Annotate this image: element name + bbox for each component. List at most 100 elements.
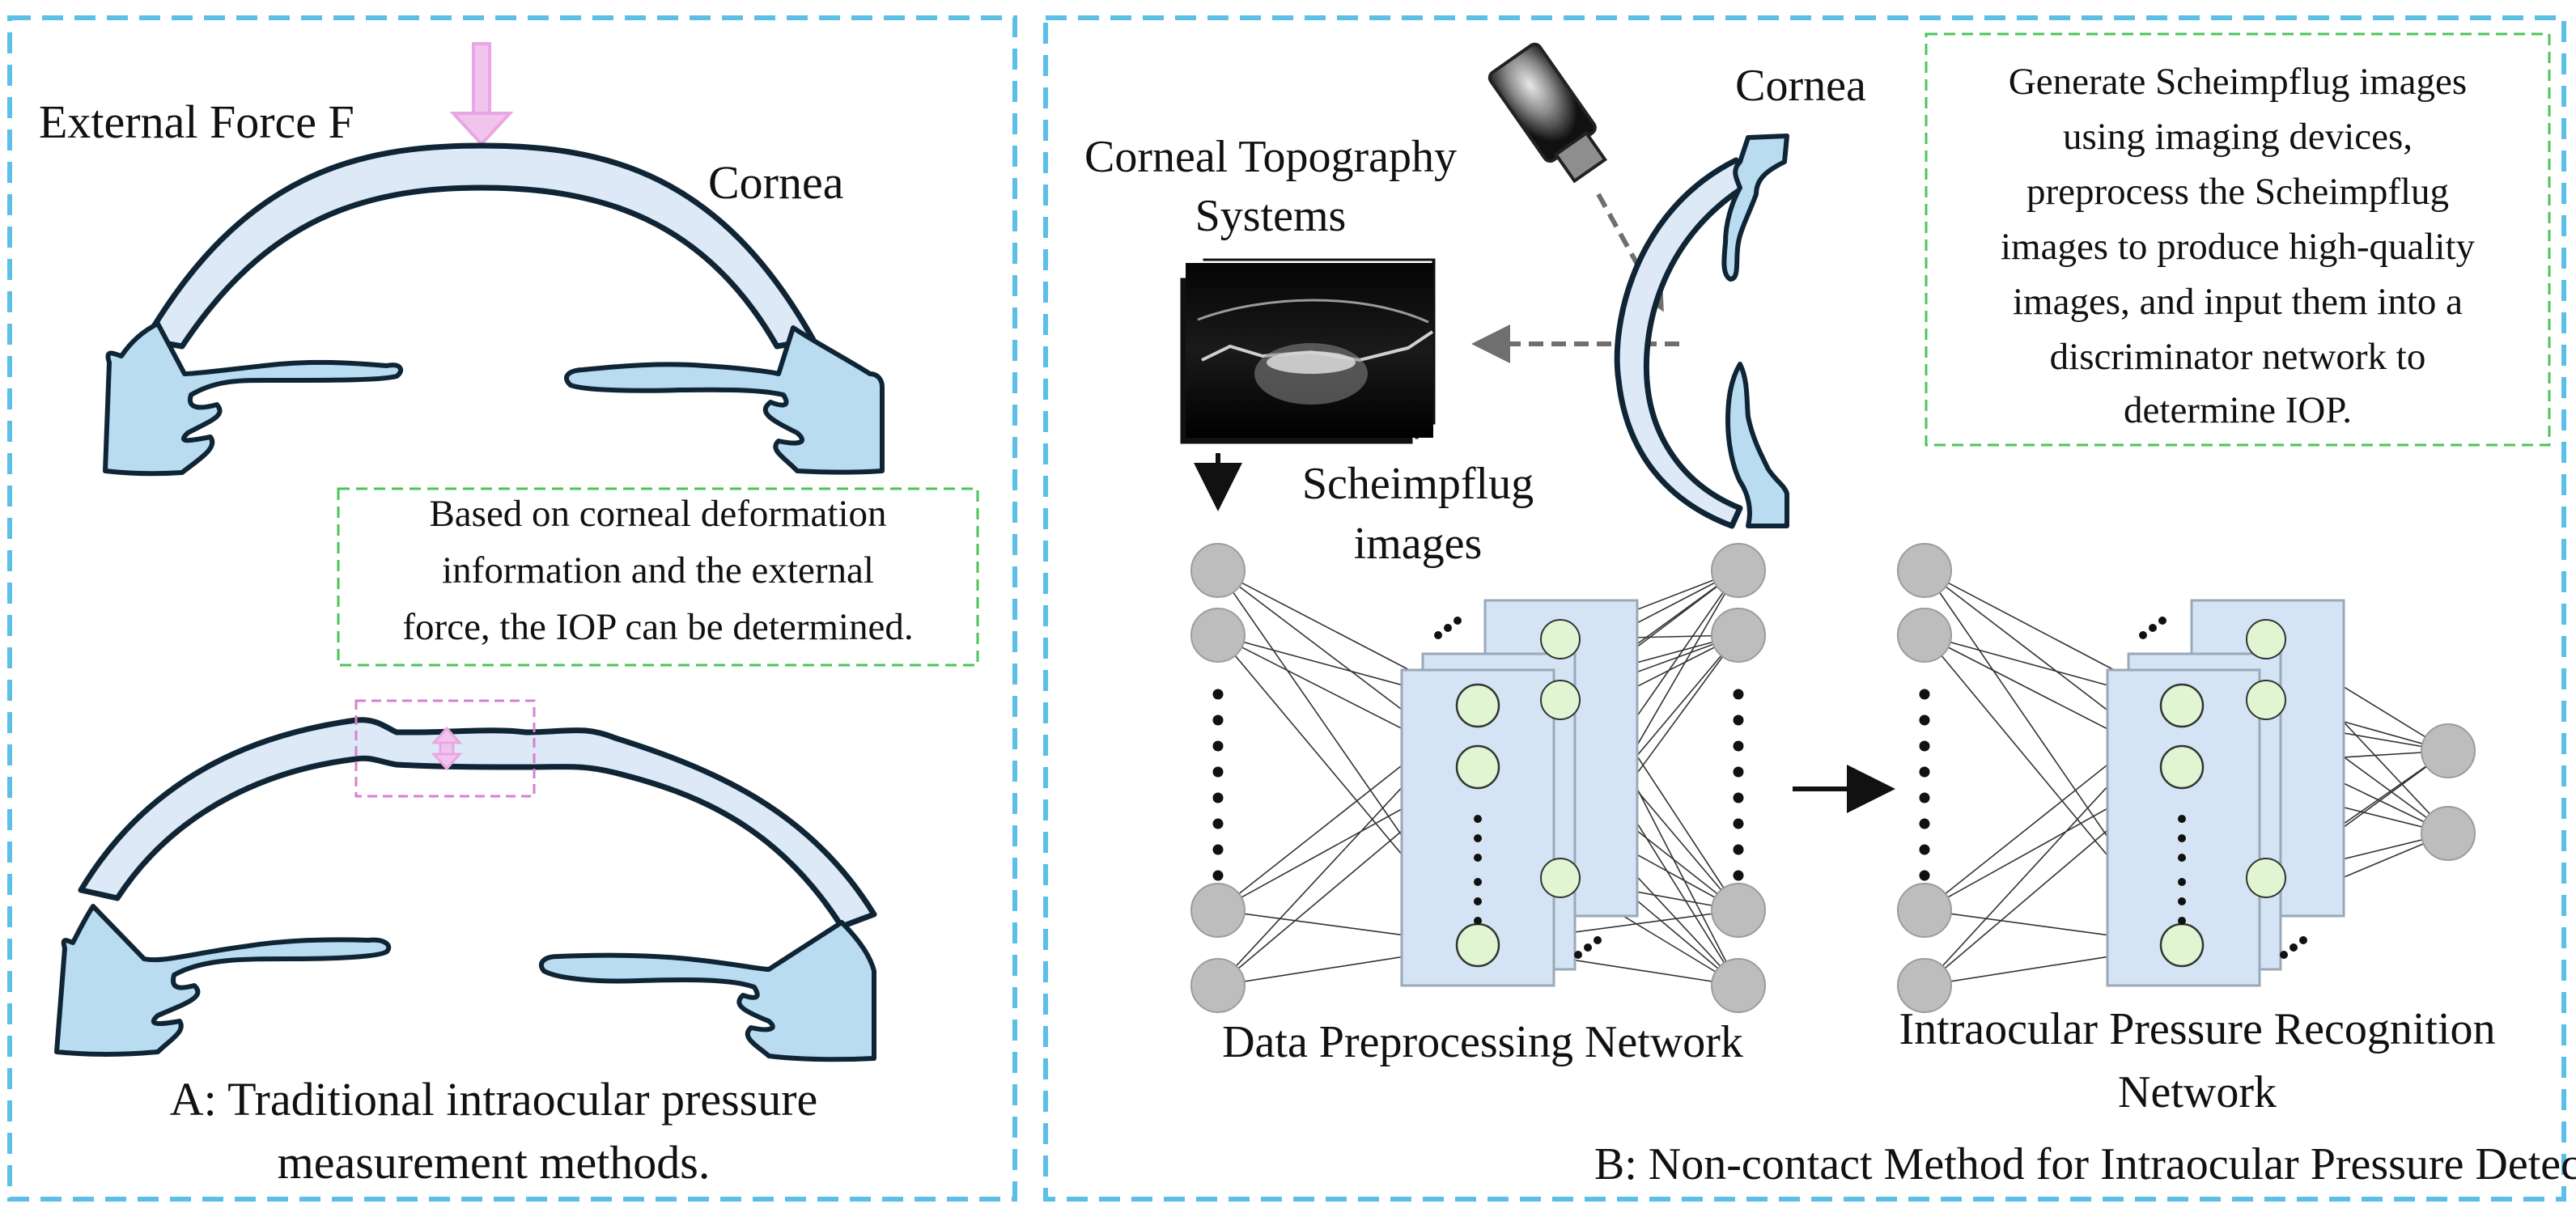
ellipsis-dot xyxy=(1733,740,1744,752)
ellipsis-dot xyxy=(1919,740,1930,752)
panel-a-border xyxy=(7,15,1017,1202)
hidden-node xyxy=(2159,922,2205,968)
ellipsis-dot xyxy=(1444,624,1452,632)
tissue-left-top xyxy=(103,321,404,477)
note-box-a xyxy=(337,487,979,667)
note-b-line-1: Generate Scheimpflug images xyxy=(2009,61,2467,103)
ellipsis-dot xyxy=(2178,917,2186,925)
ellipsis-dot xyxy=(1434,631,1442,639)
ellipsis-dot xyxy=(1212,689,1224,700)
input-node xyxy=(1897,958,1952,1013)
ellipsis-dot xyxy=(1584,943,1592,952)
cornea-arch-bottom xyxy=(78,717,877,930)
note-b-line-3: preprocess the Scheimpflug xyxy=(2026,171,2449,213)
ellipsis-dot xyxy=(2178,878,2186,886)
note-b-line-5: images, and input them into a xyxy=(2013,281,2463,323)
topography-line-2: Systems xyxy=(1195,191,1347,241)
ellipsis-dot xyxy=(1212,766,1224,778)
note-a-line-3: force, the IOP can be determined. xyxy=(402,606,913,648)
ellipsis-dot xyxy=(2280,951,2288,959)
tissue-right-bottom xyxy=(538,920,876,1062)
cornea-label-b: Cornea xyxy=(1735,61,1866,111)
hidden-node xyxy=(1540,680,1581,720)
ellipsis-dot xyxy=(1474,917,1482,925)
ellipsis-dots xyxy=(1919,617,2307,959)
hidden-node xyxy=(1455,744,1500,790)
preprocess-network-label: Data Preprocessing Network xyxy=(1222,1017,1743,1067)
note-b-line-4: images to produce high-quality xyxy=(2001,226,2476,268)
ellipsis-dot xyxy=(1919,689,1930,700)
note-box-b xyxy=(1925,32,2551,447)
note-a-line-2: information and the external xyxy=(442,549,874,591)
ellipsis-dot xyxy=(1919,844,1930,855)
nodes xyxy=(1190,543,1766,1013)
cornea-diagram-top xyxy=(103,142,885,477)
deformation-arrow xyxy=(431,726,463,771)
data-preprocessing-network xyxy=(1190,543,1766,1013)
ellipsis-dot xyxy=(2139,631,2147,639)
camera-icon xyxy=(1487,42,1607,184)
ellipsis-dot xyxy=(1919,766,1930,778)
ellipsis-dot xyxy=(1474,834,1482,842)
tissue-right-top xyxy=(564,325,885,475)
hidden-node xyxy=(2159,683,2205,728)
input-node xyxy=(1190,958,1246,1013)
ellipsis-dot xyxy=(1919,792,1930,803)
ellipsis-dot xyxy=(2149,624,2157,632)
recognition-label-line-2: Network xyxy=(2118,1067,2277,1117)
ellipsis-dot xyxy=(1594,936,1602,944)
iop-recognition-network xyxy=(1897,543,2476,1013)
output-node xyxy=(1711,958,1766,1013)
hidden-node xyxy=(1455,922,1500,968)
hidden-layers xyxy=(2106,599,2345,987)
input-node xyxy=(1897,883,1952,938)
note-b-line-7: determine IOP. xyxy=(2124,389,2352,431)
ellipsis-dot xyxy=(1733,844,1744,855)
input-node xyxy=(1897,608,1952,663)
ellipsis-dot xyxy=(2178,834,2186,842)
hidden-node xyxy=(1455,683,1500,728)
output-node xyxy=(1711,543,1766,598)
ellipsis-dot xyxy=(1212,740,1224,752)
output-node xyxy=(1711,608,1766,663)
caption-b: B: Non-contact Method for Intraocular Pr… xyxy=(1594,1139,2576,1189)
panel-b-border xyxy=(1043,15,2566,1202)
input-node xyxy=(1190,883,1246,938)
hidden-node xyxy=(2246,619,2286,659)
ellipsis-dot xyxy=(1733,792,1744,803)
ellipsis-dot xyxy=(1919,714,1930,726)
ellipsis-dot xyxy=(1733,766,1744,778)
ellipsis-dot xyxy=(1474,878,1482,886)
nodes xyxy=(1897,543,2476,1013)
ellipsis-dot xyxy=(1919,818,1930,829)
output-node xyxy=(2421,806,2476,861)
topography-line-1: Corneal Topography xyxy=(1084,132,1457,182)
hidden-node xyxy=(2246,858,2286,898)
hidden-node xyxy=(2246,680,2286,720)
ellipsis-dot xyxy=(1733,689,1744,700)
scheimpflug-line-1: Scheimpflug xyxy=(1302,459,1534,509)
ellipsis-dot xyxy=(1212,870,1224,881)
output-node xyxy=(1711,883,1766,938)
caption-a-line-2: measurement methods. xyxy=(278,1136,711,1189)
cornea-side-view xyxy=(1614,134,1789,529)
ellipsis-dot xyxy=(1733,870,1744,881)
output-node xyxy=(2421,723,2476,778)
ellipsis-dot xyxy=(2158,617,2166,625)
hidden-node xyxy=(1540,858,1581,898)
ellipsis-dot xyxy=(1454,617,1462,625)
input-node xyxy=(1190,543,1246,598)
ellipsis-dot xyxy=(1212,792,1224,803)
ellipsis-dot xyxy=(1474,815,1482,823)
caption-a-line-1: A: Traditional intraocular pressure xyxy=(170,1073,818,1126)
ellipsis-dot xyxy=(1212,714,1224,726)
ellipsis-dot xyxy=(2290,943,2298,952)
ellipsis-dot xyxy=(1212,818,1224,829)
ellipsis-dot xyxy=(1474,897,1482,905)
input-node xyxy=(1897,543,1952,598)
ellipsis-dot xyxy=(2178,854,2186,862)
note-b-line-6: discriminator network to xyxy=(2050,336,2426,378)
tissue-left-bottom xyxy=(54,904,392,1057)
